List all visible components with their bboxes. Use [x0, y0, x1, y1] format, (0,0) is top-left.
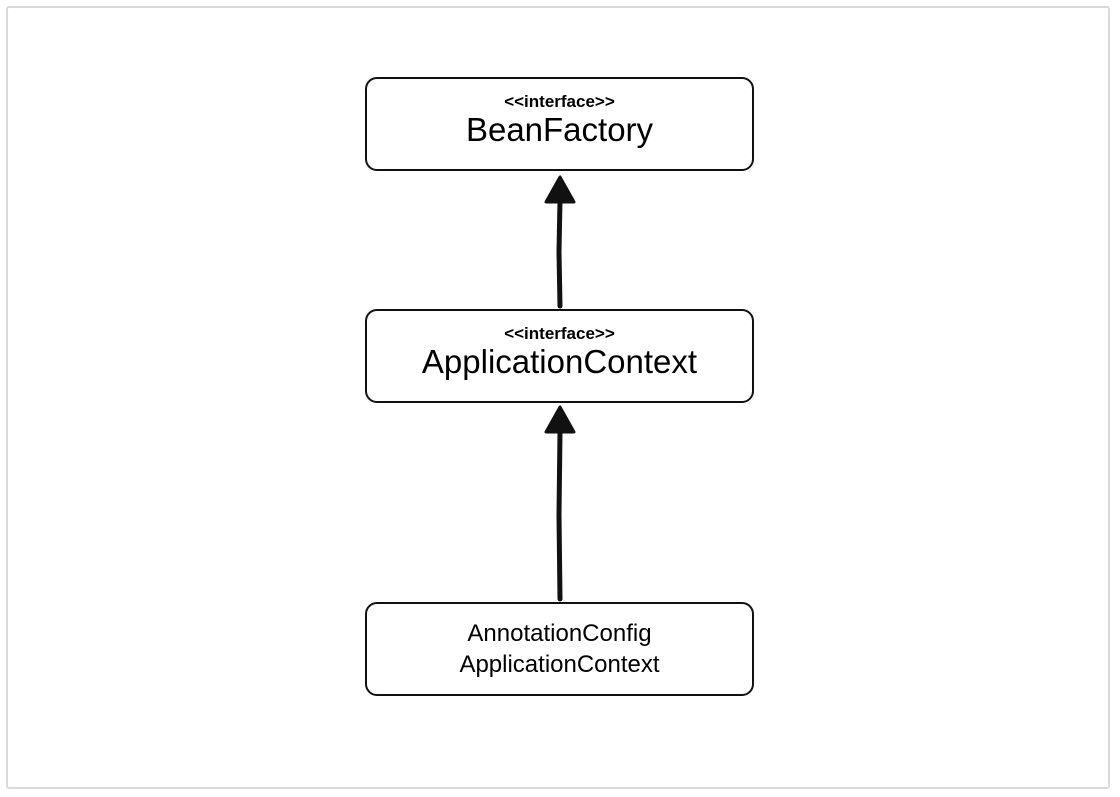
beanfactory-node: <<interface>> BeanFactory — [365, 77, 754, 171]
beanfactory-name: BeanFactory — [465, 111, 654, 148]
annotationconfigapplicationcontext-node: AnnotationConfig ApplicationContext — [365, 602, 754, 696]
applicationcontext-node: <<interface>> ApplicationContext — [365, 309, 754, 403]
annotationconfig-name-line1: AnnotationConfig — [467, 620, 652, 647]
annotationconfig-name-line2: ApplicationContext — [459, 651, 660, 678]
applicationcontext-stereotype: <<interface>> — [504, 324, 615, 343]
applicationcontext-name: ApplicationContext — [421, 343, 698, 380]
beanfactory-stereotype: <<interface>> — [504, 92, 615, 111]
